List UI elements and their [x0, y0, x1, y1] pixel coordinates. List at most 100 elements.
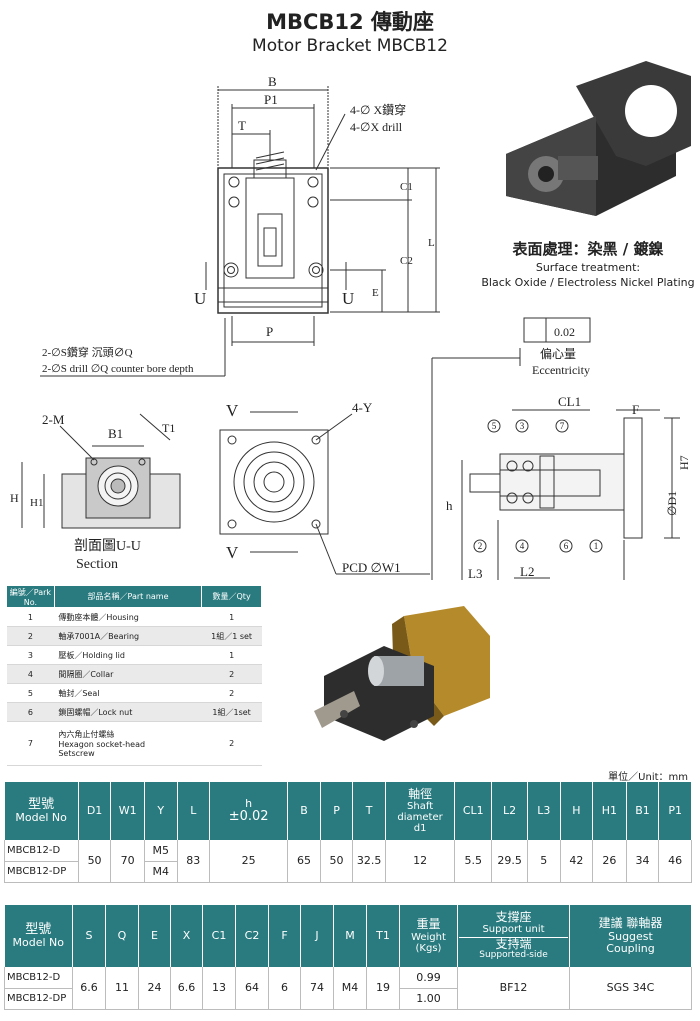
spec-table-1: 型號 Model No D1 W1 Y L h ±0.02 B P T 軸徑 S…: [4, 782, 692, 883]
motor-assembly-photo: [314, 606, 490, 741]
spec1-header-row: 型號 Model No D1 W1 Y L h ±0.02 B P T 軸徑 S…: [4, 782, 692, 840]
header-name: 部品名稱／Part name: [53, 585, 203, 608]
table-row: MBCB12-DP 1.00: [4, 988, 692, 1010]
cell-H1: 26: [592, 840, 627, 883]
part-qty: 1: [201, 607, 262, 627]
unit-label: 單位／Unit：mm: [608, 772, 688, 783]
part-name: 壓板／Holding lid: [54, 645, 202, 665]
hole-label-cn: 4-∅ X鑽穿: [350, 102, 406, 117]
dim-C1: C1: [400, 181, 413, 193]
dim-L3: L3: [468, 566, 482, 580]
cell-Q: 11: [105, 967, 139, 1010]
table-row: 1 傳動座本體／Housing 1: [6, 607, 262, 627]
part-name: 傳動座本體／Housing: [54, 607, 202, 627]
eccentricity-value: 0.02: [554, 325, 575, 339]
part-name-cn: 內六角止付螺絲: [58, 730, 115, 739]
cell-B: 65: [287, 840, 321, 883]
header-h-label: h: [245, 796, 253, 810]
header-d1-en2: diameter: [397, 812, 443, 824]
header-D1: D1: [78, 782, 112, 840]
header-E: E: [138, 905, 171, 967]
header-B1: B1: [626, 782, 660, 840]
header-h: h ±0.02: [209, 782, 289, 840]
cell-h: 25: [209, 840, 289, 883]
spec-table-2: 型號 Model No S Q E X C1 C2 F J M T1 重量 We…: [4, 905, 692, 1010]
dim-L: L: [428, 237, 435, 249]
surface-en1: Surface treatment:: [535, 261, 641, 274]
hole-label-en: 4-∅X drill: [350, 120, 403, 134]
header-model-en: Model No: [15, 811, 67, 825]
header-model: 型號 Model No: [4, 905, 73, 967]
cell-M: M4: [333, 967, 367, 1010]
part-callout: 5: [492, 421, 497, 431]
header-coupling: 建議 聯軸器 Suggest Coupling: [569, 905, 692, 967]
part-qty: 2: [201, 664, 262, 684]
section-marker-v-top: V: [226, 401, 239, 420]
part-callout: 4: [520, 541, 525, 551]
dim-D1: ∅D1: [665, 491, 679, 516]
header-C2: C2: [235, 905, 269, 967]
header-weight-en1: Weight: [411, 931, 446, 943]
model-cell: MBCB12-DP: [4, 861, 79, 883]
cell-Y: M4: [143, 861, 178, 883]
cell-support: BF12: [457, 967, 570, 1010]
cell-T1: 19: [366, 967, 400, 1010]
header-M: M: [333, 905, 367, 967]
header-support-top: 支撐座 Support unit: [459, 910, 568, 939]
header-F: F: [268, 905, 301, 967]
surface-en2: Black Oxide / Electroless Nickel Plating: [481, 276, 695, 289]
dim-CL1: CL1: [558, 394, 581, 409]
header-qty: 數量／Qty: [201, 585, 262, 608]
header-L: L: [177, 782, 211, 840]
part-callout: 2: [478, 541, 483, 551]
cell-T: 32.5: [352, 840, 386, 883]
cell-L2: 29.5: [491, 840, 529, 883]
header-supported-cn: 支持端: [495, 937, 532, 952]
title-cn: MBCB12 傳動座: [266, 10, 434, 34]
header-model-en: Model No: [12, 936, 64, 950]
eccentricity-cn: 偏心量: [540, 346, 576, 361]
table-row: 4 間隔圈／Collar 2: [6, 664, 262, 684]
cell-B1: 34: [625, 840, 660, 883]
part-name: 軸承7001A／Bearing: [54, 626, 202, 646]
part-name: 軸封／Seal: [54, 683, 202, 703]
header-H: H: [560, 782, 594, 840]
part-name-en2: Setscrew: [58, 749, 95, 758]
dim-F: F: [632, 402, 639, 417]
sbore-label-en: 2-∅S drill ∅Q counter bore depth: [42, 363, 194, 375]
eccentricity-en: Eccentricity: [532, 363, 590, 377]
cell-L3: 5: [527, 840, 561, 883]
cell-weight: 1.00: [399, 988, 458, 1010]
part-name: 鎖固螺帽／Lock nut: [54, 702, 202, 722]
part-name: 間隔圈／Collar: [54, 664, 202, 684]
cell-P1: 46: [658, 840, 692, 883]
part-callout: 6: [564, 541, 569, 551]
dim-2M: 2-M: [42, 412, 65, 427]
header-d1-cn: 軸徑: [408, 786, 433, 801]
cell-C2: 64: [235, 967, 269, 1010]
header-support-en: Support unit: [482, 924, 545, 936]
part-no: 6: [6, 702, 55, 722]
part-no: 7: [6, 721, 55, 766]
section-title-cn: 剖面圖U-U: [74, 538, 141, 554]
title-en: Motor Bracket MBCB12: [252, 36, 448, 56]
cell-coupling: SGS 34C: [569, 967, 692, 1010]
header-X: X: [170, 905, 203, 967]
header-C1: C1: [202, 905, 236, 967]
part-no: 4: [6, 664, 55, 684]
part-qty: 1組／1set: [201, 702, 262, 722]
parts-table: 編號／Park No. 部品名稱／Part name 數量／Qty 1 傳動座本…: [6, 585, 262, 766]
cell-CL1: 5.5: [454, 840, 493, 883]
table-row: 2 軸承7001A／Bearing 1組／1 set: [6, 626, 262, 646]
header-d1-en3: d1: [413, 823, 427, 835]
dim-pcd: PCD ∅W1: [342, 560, 401, 575]
dim-T: T: [238, 118, 246, 133]
cell-H: 42: [559, 840, 594, 883]
dim-C2: C2: [400, 255, 413, 267]
header-supported-en: Supported-side: [479, 950, 548, 961]
header-h-tol: ±0.02: [228, 808, 269, 824]
header-d1-en1: Shaft: [407, 801, 434, 813]
part-no: 1: [6, 607, 55, 627]
dim-L2: L2: [520, 564, 534, 579]
part-qty: 1: [201, 645, 262, 665]
